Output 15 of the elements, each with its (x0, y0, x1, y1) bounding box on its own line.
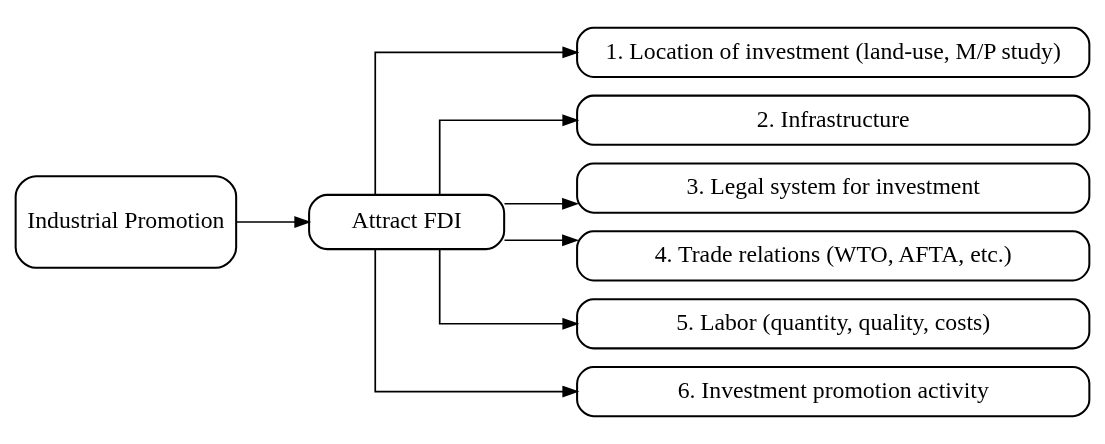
arrow (503, 197, 580, 210)
arrow (236, 216, 312, 228)
node-box: 2. Infrastructure (576, 94, 1091, 146)
arrow (503, 234, 580, 247)
node-box: Industrial Promotion (14, 175, 238, 269)
node-box: 5. Labor (quantity, quality, costs) (576, 298, 1091, 350)
arrow (438, 248, 580, 330)
arrow (438, 114, 580, 196)
arrow (374, 248, 580, 398)
node-box: 4. Trade relations (WTO, AFTA, etc.) (576, 230, 1091, 282)
arrow (374, 46, 580, 196)
node-box: Attract FDI (308, 193, 506, 251)
node-box: 1. Location of investment (land-use, M/P study) (576, 26, 1091, 78)
node-box: 3. Legal system for investment (576, 162, 1091, 214)
node-box: 6. Investment promotion activity (576, 366, 1091, 418)
